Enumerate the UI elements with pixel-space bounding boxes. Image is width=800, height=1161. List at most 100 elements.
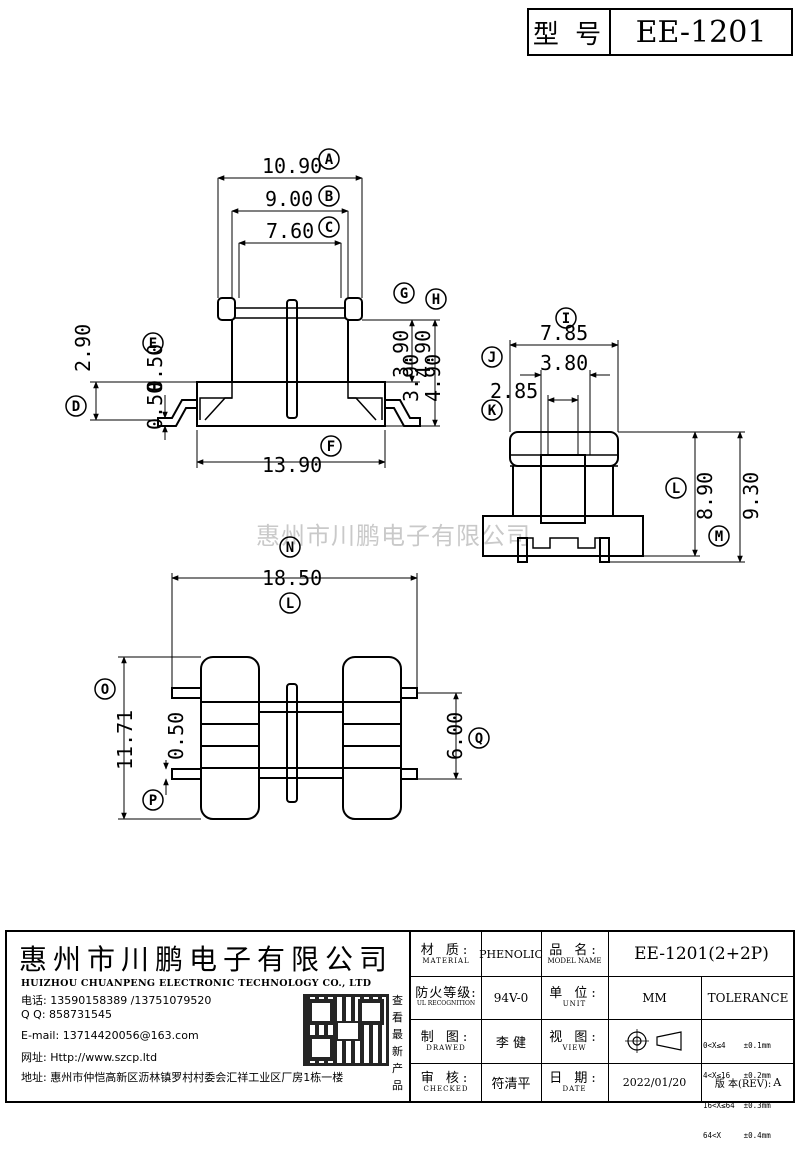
tolerance-label: TOLERANCE: [707, 990, 789, 1005]
dim-H: 4.90: [411, 330, 435, 378]
marker-E: E: [142, 332, 164, 354]
tolerance-table: 0<X≤4 ±0.1mm 4<X≤16 ±0.2mm 16<X≤64 ±0.3m…: [703, 1021, 795, 1140]
dim-G2: 3.90: [399, 354, 423, 402]
company-phone: 电话: 13590158389 /13751079520: [21, 994, 212, 1007]
revision: 版 本(REV): A: [701, 1063, 795, 1101]
svg-text:D: D: [72, 399, 80, 415]
dim-N: 18.50: [262, 566, 322, 590]
bottom-pin-tl: [171, 687, 202, 699]
company-name-en: HUIZHOU CHUANPENG ELECTRONIC TECHNOLOGY …: [21, 978, 372, 989]
model-value: EE-1201: [635, 14, 767, 50]
svg-text:B: B: [325, 189, 333, 205]
dim-B: 9.00: [265, 187, 313, 211]
svg-text:N: N: [286, 540, 294, 556]
tolerance-row: 0<X≤4 ±0.1mm: [703, 1041, 771, 1050]
unit-value: MM: [642, 990, 667, 1005]
date-label: 日 期:DATE: [549, 1070, 600, 1093]
bottom-pin-bl: [171, 768, 202, 780]
svg-text:O: O: [101, 682, 109, 698]
tolerance-row: 64<X ±0.4mm: [703, 1131, 771, 1140]
fire-rating-value: 94V-0: [493, 990, 529, 1005]
marker-L-side: L: [665, 477, 687, 499]
fire-rating-label: 防火等级:UL RECOGNITION: [415, 986, 477, 1007]
bottom-pin-br: [400, 768, 418, 780]
dim-P: 0.50: [164, 712, 188, 760]
svg-text:P: P: [149, 793, 157, 809]
dim-F: 13.90: [262, 453, 322, 477]
tolerance-row: 4<X≤16 ±0.2mm: [703, 1071, 771, 1080]
marker-H: H: [425, 288, 447, 310]
dim-K: 2.85: [490, 379, 538, 403]
side-base: [482, 515, 644, 557]
company-qq: Q Q: 858731545: [21, 1008, 113, 1021]
front-left-flange-top: [217, 297, 236, 321]
svg-text:C: C: [325, 220, 333, 236]
marker-O: O: [94, 678, 116, 700]
svg-text:K: K: [488, 403, 497, 419]
dim-M: 9.30: [739, 472, 763, 520]
dim-A: 10.90: [262, 154, 322, 178]
checked-value: 符清平: [491, 1076, 531, 1092]
company-website: 网址: Http://www.szcp.ltd: [21, 1051, 158, 1064]
svg-text:I: I: [562, 311, 570, 327]
svg-text:L: L: [286, 596, 294, 612]
bottom-right-block: [342, 656, 402, 820]
front-right-flange-top: [344, 297, 363, 321]
dim-E-left: 2.90: [71, 324, 95, 372]
company-email: E-mail: 13714420056@163.com: [21, 1029, 199, 1042]
side-top-flange: [509, 431, 619, 467]
model-name-label: 品 名:MODEL NAME: [547, 942, 602, 965]
front-left-pin: [157, 399, 197, 427]
side-right-pin: [599, 537, 610, 563]
model-name-value: EE-1201(2+2P): [634, 944, 769, 964]
svg-text:J: J: [488, 350, 496, 366]
front-center-flange: [286, 299, 298, 419]
marker-B: B: [318, 185, 340, 207]
model-box: 型 号 EE-1201: [527, 8, 793, 56]
dim-Q: 6.00: [443, 712, 467, 760]
material-value: PHENOLIC: [479, 947, 543, 961]
title-block: 惠州市川鹏电子有限公司 HUIZHOU CHUANPENG ELECTRONIC…: [5, 930, 795, 1140]
drawn-value: 李 健: [495, 1035, 527, 1051]
dim-G: 3.90: [389, 330, 413, 378]
revision-label: 版 本(REV):: [714, 1078, 772, 1090]
svg-text:E: E: [149, 336, 157, 352]
side-left-pin: [517, 537, 528, 563]
svg-text:G: G: [400, 286, 408, 302]
svg-text:F: F: [327, 439, 335, 455]
marker-P: P: [142, 789, 164, 811]
material-label: 材 质:MATERIAL: [420, 942, 472, 965]
date-value: 2022/01/20: [622, 1075, 687, 1089]
tolerance-row: 16<X≤64 ±0.3mm: [703, 1101, 771, 1110]
bottom-center-flange: [286, 683, 298, 803]
technical-drawing: 10.90 9.00 7.60 3.90 4.90 2.90 0.50 0.50…: [65, 148, 763, 820]
svg-text:L: L: [672, 481, 680, 497]
front-right-pin: [385, 399, 421, 427]
qr-caption: 查看最新产品: [392, 994, 403, 1092]
dim-L-side: 8.90: [693, 472, 717, 520]
dim-O: 11.71: [113, 710, 137, 770]
projection-symbol-icon: [608, 1019, 701, 1063]
front-base: [196, 381, 386, 427]
marker-J: J: [481, 346, 503, 368]
drawn-label: 制 图:DRAWED: [420, 1029, 472, 1052]
watermark: 惠州市川鹏电子有限公司: [256, 522, 531, 550]
svg-text:Q: Q: [475, 731, 483, 747]
marker-F: F: [320, 435, 342, 457]
model-label: 型 号: [529, 10, 611, 54]
marker-N: N: [279, 536, 301, 558]
view-label: 视 图:VIEW: [549, 1029, 600, 1052]
company-address: 地址: 惠州市仲恺高新区沥林镇罗村村委会汇祥工业区厂房1栋一楼: [21, 1071, 344, 1084]
marker-L-bottom: L: [279, 592, 301, 614]
marker-I: I: [555, 307, 577, 329]
marker-K: K: [481, 399, 503, 421]
marker-C: C: [318, 216, 340, 238]
bottom-pin-tr: [400, 687, 418, 699]
svg-text:A: A: [325, 152, 334, 168]
marker-Q: Q: [468, 727, 490, 749]
svg-text:H: H: [432, 292, 440, 308]
marker-D: D: [65, 395, 87, 417]
marker-G: G: [393, 282, 415, 304]
company-name-cn: 惠州市川鹏电子有限公司: [19, 943, 394, 976]
checked-label: 审 核:CHECKED: [420, 1070, 472, 1093]
